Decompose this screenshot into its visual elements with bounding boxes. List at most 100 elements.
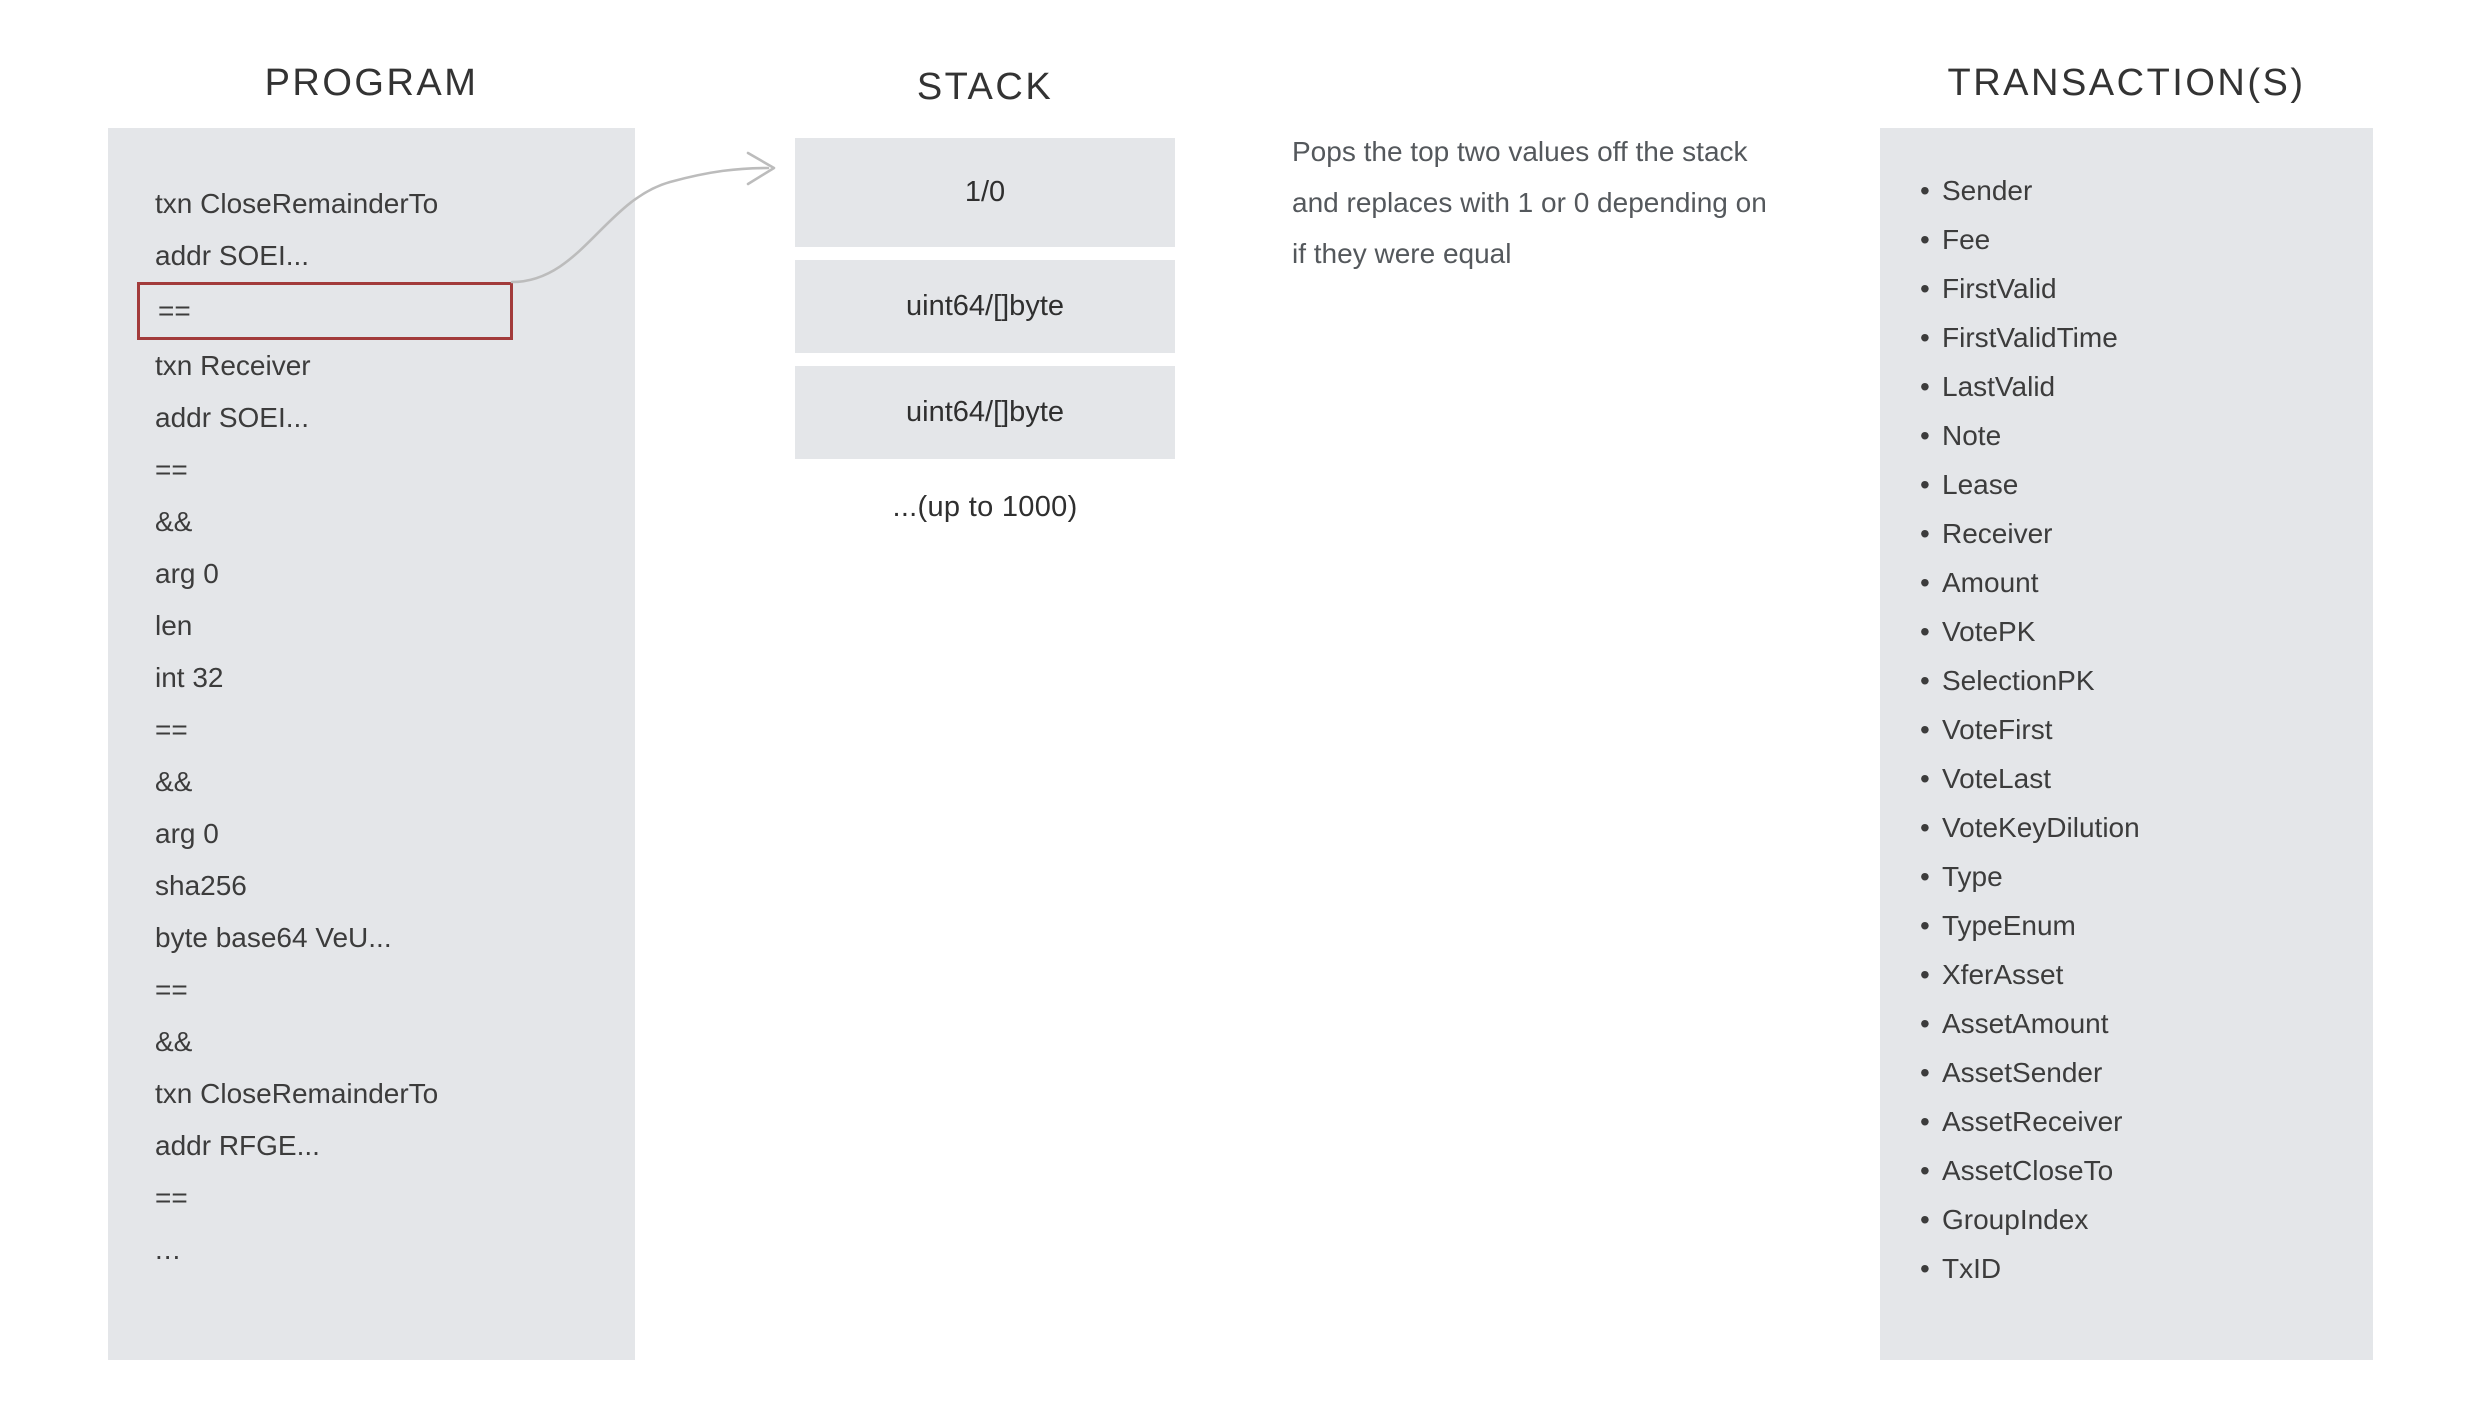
program-line: byte base64 VeU... xyxy=(155,922,392,953)
transaction-field-item: •Type xyxy=(1920,852,2360,901)
transaction-field-label: Sender xyxy=(1942,175,2033,206)
program-line: addr SOEI... xyxy=(155,240,310,271)
transaction-field-label: FirstValidTime xyxy=(1942,322,2118,353)
transaction-field-item: • TxID xyxy=(1920,1244,2360,1293)
stack-area: 1/0 uint64/[]byte uint64/[]byte ...(up t… xyxy=(795,138,1175,524)
transaction-field-item: • Fee xyxy=(1920,215,2360,264)
bullet-icon: • xyxy=(1920,763,1930,794)
program-line: == xyxy=(155,714,188,745)
transaction-field-label: AssetAmount xyxy=(1942,1008,2109,1039)
program-line: len xyxy=(155,610,193,641)
stack-cell: 1/0 xyxy=(795,138,1175,247)
transaction-field-item: • AssetReceiver xyxy=(1920,1097,2360,1146)
bullet-icon: • xyxy=(1920,1008,1930,1039)
program-line: arg 0 xyxy=(155,558,219,589)
transaction-field-item: • VotePK xyxy=(1920,607,2360,656)
transaction-field-label: Lease xyxy=(1942,469,2019,500)
program-line: txn CloseRemainderTo xyxy=(155,188,439,219)
program-line: == xyxy=(155,974,188,1005)
transaction-field-label: AssetReceiver xyxy=(1942,1106,2123,1137)
transaction-field-label: VotePK xyxy=(1942,616,2036,647)
transaction-field-item: • FirstValidTime xyxy=(1920,313,2360,362)
transaction-field-item: • Amount xyxy=(1920,558,2360,607)
program-line: == xyxy=(155,454,188,485)
program-line: && xyxy=(155,506,193,537)
transaction-field-label: Type xyxy=(1942,861,2003,892)
transaction-field-item: • Lease xyxy=(1920,460,2360,509)
transaction-column-title: TRANSACTION(S) xyxy=(1947,62,2306,104)
transaction-field-label: Note xyxy=(1942,420,2002,451)
program-line: sha256 xyxy=(155,870,247,901)
stack-column-title: STACK xyxy=(916,66,1054,108)
bullet-icon: • xyxy=(1920,224,1930,255)
transaction-field-label: Amount xyxy=(1942,567,2039,598)
transaction-field-item: • VoteFirst xyxy=(1920,705,2360,754)
transaction-field-label: TxID xyxy=(1942,1253,2002,1284)
bullet-icon: • xyxy=(1920,1106,1930,1137)
transaction-field-label: GroupIndex xyxy=(1942,1204,2089,1235)
program-line: int 32 xyxy=(155,662,224,693)
transaction-field-item: • Note xyxy=(1920,411,2360,460)
program-line: addr SOEI... xyxy=(155,402,310,433)
program-panel xyxy=(108,128,635,1360)
transaction-field-label: Receiver xyxy=(1942,518,2053,549)
bullet-icon: • xyxy=(1920,518,1930,549)
bullet-icon: • xyxy=(1920,1057,1930,1088)
bullet-icon: • xyxy=(1920,812,1930,843)
bullet-icon: • xyxy=(1920,714,1930,745)
stack-cell: uint64/[]byte xyxy=(795,366,1175,459)
transaction-field-item: • Receiver xyxy=(1920,509,2360,558)
bullet-icon: • xyxy=(1920,273,1930,304)
stack-overflow-label: ...(up to 1000) xyxy=(892,491,1078,523)
transaction-field-item: • TypeEnum xyxy=(1920,901,2360,950)
transaction-field-item: • LastValid xyxy=(1920,362,2360,411)
transaction-field-label: VoteLast xyxy=(1942,763,2051,794)
program-line-highlighted: == xyxy=(137,282,513,340)
stack-cell: uint64/[]byte xyxy=(795,260,1175,353)
transaction-field-label: FirstValid xyxy=(1942,273,2057,304)
program-instruction-list: txn CloseRemainderTo addr SOEI... == txn Re… xyxy=(137,178,615,1276)
program-line: txn Receiver xyxy=(155,350,311,381)
transaction-field-item: • AssetCloseTo xyxy=(1920,1146,2360,1195)
program-line: addr RFGE... xyxy=(155,1130,320,1161)
transaction-field-label: AssetSender xyxy=(1942,1057,2103,1088)
transaction-field-item: • AssetSender xyxy=(1920,1048,2360,1097)
transaction-field-item: • AssetAmount xyxy=(1920,999,2360,1048)
transaction-field-label: Fee xyxy=(1942,224,1991,255)
transaction-field-label: XferAsset xyxy=(1942,959,2064,990)
bullet-icon: • xyxy=(1920,1155,1930,1186)
transaction-field-list: •Sender•Fee•FirstValid•FirstValidTime•La… xyxy=(1920,166,2360,1293)
program-line: arg 0 xyxy=(155,818,219,849)
program-line: txn CloseRemainderTo xyxy=(155,1078,439,1109)
transaction-field-label: TypeEnum xyxy=(1942,910,2076,941)
bullet-icon: • xyxy=(1920,665,1930,696)
bullet-icon: • xyxy=(1920,420,1930,451)
bullet-icon: • xyxy=(1920,469,1930,500)
bullet-icon: • xyxy=(1920,1204,1930,1235)
bullet-icon: • xyxy=(1920,959,1930,990)
transaction-field-item: • GroupIndex xyxy=(1920,1195,2360,1244)
program-column-title: PROGRAM xyxy=(264,62,479,104)
bullet-icon: • xyxy=(1920,567,1930,598)
transaction-field-label: VoteKeyDilution xyxy=(1942,812,2140,843)
bullet-icon: • xyxy=(1920,910,1930,941)
program-line: && xyxy=(155,766,193,797)
transaction-field-item: • VoteKeyDilution xyxy=(1920,803,2360,852)
transaction-field-item: • SelectionPK xyxy=(1920,656,2360,705)
transaction-field-item: • XferAsset xyxy=(1920,950,2360,999)
transaction-field-label: AssetCloseTo xyxy=(1942,1155,2114,1186)
bullet-icon: • xyxy=(1920,371,1930,402)
program-line: ... xyxy=(155,1234,182,1265)
transaction-field-item: • FirstValid xyxy=(1920,264,2360,313)
transaction-field-item: •Sender xyxy=(1920,166,2360,215)
program-line: && xyxy=(155,1026,193,1057)
operation-annotation-text: Pops the top two values off the stack an… xyxy=(1292,136,1767,269)
bullet-icon: • xyxy=(1920,616,1930,647)
transaction-panel xyxy=(1880,128,2373,1360)
transaction-field-label: VoteFirst xyxy=(1942,714,2053,745)
transaction-field-label: SelectionPK xyxy=(1942,665,2095,696)
transaction-field-label: LastValid xyxy=(1942,371,2056,402)
bullet-icon: • xyxy=(1920,322,1930,353)
bullet-icon: • xyxy=(1920,1253,1930,1284)
transaction-field-item: • VoteLast xyxy=(1920,754,2360,803)
